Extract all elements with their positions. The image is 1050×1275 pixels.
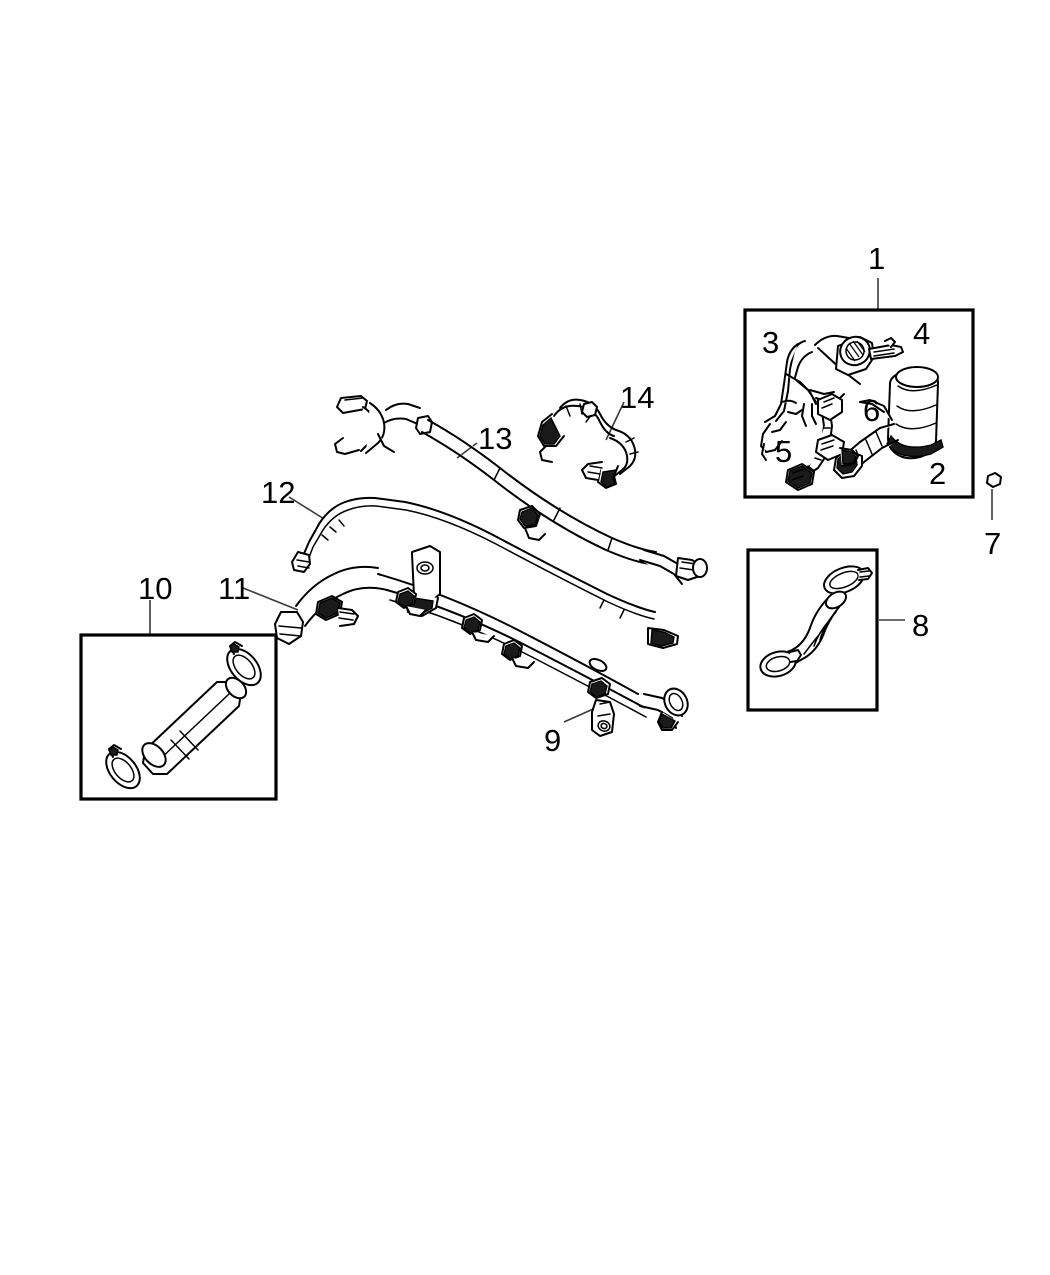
callout-label-4: 4 (913, 316, 931, 351)
callout-label-2: 2 (929, 456, 947, 491)
callout-label-14: 14 (620, 380, 655, 415)
filler-neck-assembly (760, 334, 904, 461)
callout-label-3: 3 (762, 325, 780, 360)
callout-label-10: 10 (138, 571, 173, 606)
filler-hose-10 (105, 641, 262, 790)
callout-label-8: 8 (912, 608, 930, 643)
callout-label-12: 12 (261, 475, 296, 510)
wiring-harness (785, 393, 859, 491)
tube-12 (291, 496, 679, 649)
small-clip-7 (986, 472, 1002, 488)
callout-label-5: 5 (775, 434, 793, 469)
elbow-hose-8 (759, 565, 873, 678)
callout-label-9: 9 (544, 723, 562, 758)
callout-label-11: 11 (218, 571, 251, 606)
callout-label-1: 1 (868, 241, 886, 276)
callout-label-13: 13 (478, 421, 513, 456)
tube-13 (334, 395, 708, 585)
callout-label-6: 6 (863, 393, 881, 428)
tube-11 (274, 545, 689, 737)
callout-label-7: 7 (984, 526, 1002, 561)
leader-11 (242, 587, 299, 611)
hose-14 (537, 398, 639, 489)
